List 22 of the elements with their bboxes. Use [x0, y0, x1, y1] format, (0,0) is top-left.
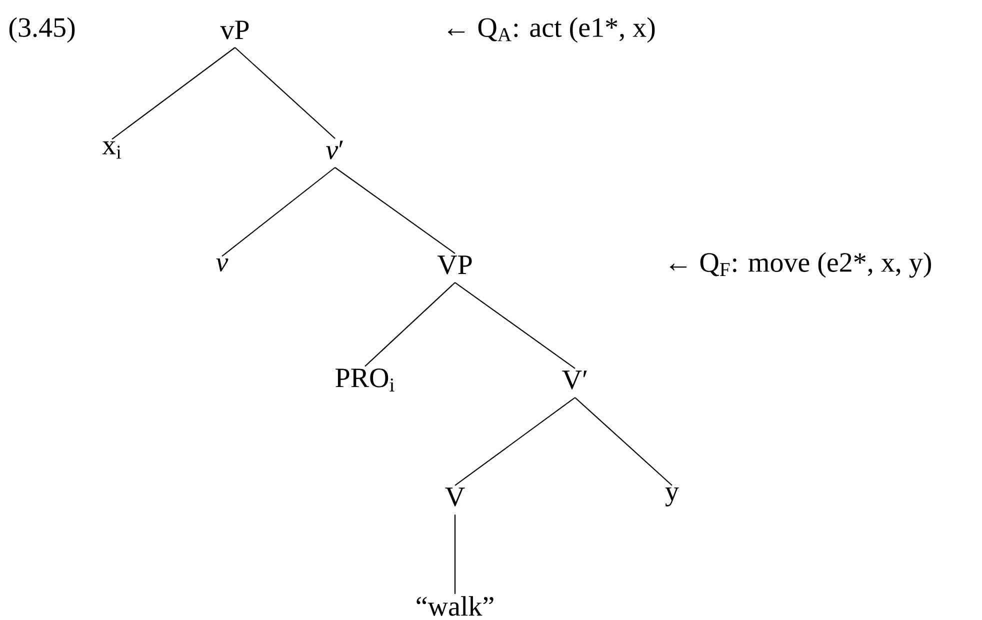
tree-branch [234, 47, 336, 139]
example-number: (3.45) [9, 17, 75, 43]
tree-branch [454, 397, 576, 486]
tree-branch [334, 167, 456, 254]
tree-branch [222, 167, 336, 257]
tree-node-label: vP [220, 20, 249, 40]
tree-node-label: V [445, 488, 465, 506]
tree-branch [112, 47, 236, 140]
tree-node-label: PRO$_{i}$ [336, 368, 394, 392]
tree-branch [364, 282, 456, 367]
tree-branch [454, 514, 456, 594]
annotation-text: ← Q$_{A}$: act (e1*, x) [448, 17, 655, 43]
tree-node-label: V′ [562, 370, 587, 390]
tree-branch [454, 282, 576, 369]
tree-node-label: v [216, 258, 228, 272]
annotation-text: ← Q$_{F}$: move (e2*, x, y) [670, 252, 931, 278]
tree-node-label: x$_{i}$ [102, 141, 122, 159]
tree-node-label: y [665, 488, 679, 506]
tree-node-label: VP [437, 256, 472, 274]
tree-node-label: v′ [326, 140, 343, 160]
tree-branch [574, 397, 672, 486]
tree-node-label: “walk” [416, 596, 494, 616]
